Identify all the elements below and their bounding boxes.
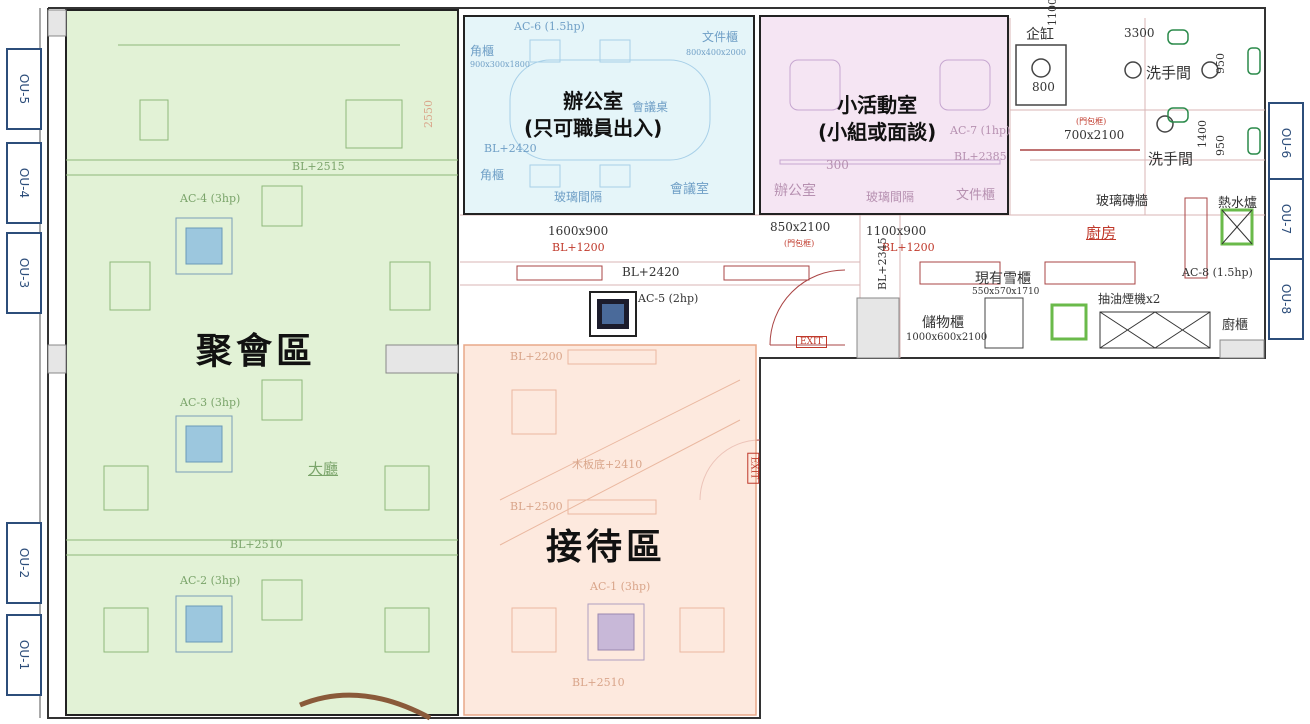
level-bl2510-b: BL+2510	[572, 676, 625, 689]
reception-zone-label: 接待區	[546, 527, 667, 568]
office-zone	[463, 15, 755, 215]
dim-700x2100: 700x2100	[1064, 128, 1125, 142]
dim-1100-vertical: 1100	[1046, 0, 1059, 26]
level-bl2345: BL+2345	[876, 237, 889, 290]
activity-subtitle: (小組或面談)	[818, 120, 937, 144]
meeting-table-label: 會議桌	[632, 100, 669, 114]
ou3-label: OU-3	[17, 257, 31, 289]
corner-cabinet-label: 角櫃	[470, 44, 495, 58]
columns	[47, 9, 1265, 374]
level-bl2385: BL+2385	[954, 150, 1007, 163]
kitchen-label: 廚房	[1086, 224, 1117, 242]
ac7-label: AC-7 (1hp)	[950, 124, 1011, 137]
dim-850x2100-note: (門包框)	[784, 239, 815, 248]
file-cabinet-size: 800x400x2000	[686, 48, 746, 57]
activity-zone-label: 小活動室 (小組或面談)	[818, 92, 936, 146]
store-cabinet-size: 1000x600x2100	[906, 332, 988, 343]
activity-zone	[759, 15, 1009, 215]
gathering-zone-label: 聚會區	[196, 331, 317, 372]
outdoor-unit-ou8: OU-8	[1268, 258, 1304, 340]
dim-850x2100: 850x2100	[770, 220, 831, 234]
corner-cabinet-size: 900x300x1800	[470, 60, 530, 69]
ac1-label: AC-1 (3hp)	[590, 580, 651, 593]
dim-950-a: 950	[1214, 53, 1227, 74]
water-heater-label: 熱水爐	[1218, 196, 1258, 211]
dim-300: 300	[826, 158, 849, 172]
ac6-label: AC-6 (1.5hp)	[514, 20, 585, 33]
bottom-curve	[299, 692, 432, 721]
outdoor-unit-ou4: OU-4	[6, 142, 42, 224]
glass-block-label: 玻璃磚牆	[1096, 194, 1149, 209]
dim-1100x900: 1100x900	[866, 224, 927, 238]
outdoor-unit-ou6: OU-6	[1268, 102, 1304, 184]
outdoor-unit-ou3: OU-3	[6, 232, 42, 314]
outdoor-unit-ou7: OU-7	[1268, 178, 1304, 260]
zone-furniture	[66, 39, 1001, 653]
hall-label: 大廳	[308, 460, 339, 478]
washroom-2-label: 洗手間	[1148, 150, 1194, 168]
file-cabinet-2-label: 文件櫃	[702, 30, 739, 44]
ac4-label: AC-4 (3hp)	[180, 192, 241, 205]
level-bl2515: BL+2515	[292, 160, 345, 173]
dim-1400: 1400	[1196, 120, 1209, 148]
level-bl1200-a: BL+1200	[552, 241, 605, 254]
ou6-label: OU-6	[1279, 127, 1293, 159]
office-subtitle: (只可職員出入)	[524, 116, 663, 140]
level-bl2200: BL+2200	[510, 350, 563, 363]
urinal-label: 企缸	[1026, 27, 1054, 43]
dim-2550: 2550	[422, 100, 435, 128]
office-title: 辦公室	[563, 89, 624, 113]
glass-partition-1-label: 玻璃間隔	[554, 190, 603, 204]
ou4-label: OU-4	[17, 167, 31, 199]
outdoor-unit-ou2: OU-2	[6, 522, 42, 604]
level-bl2420-office: BL+2420	[484, 142, 537, 155]
ac8-label: AC-8 (1.5hp)	[1182, 266, 1253, 279]
ac-cassettes	[175, 217, 645, 661]
ac2-label: AC-2 (3hp)	[180, 574, 241, 587]
dim-3300: 3300	[1124, 26, 1155, 40]
dim-1600x900: 1600x900	[548, 224, 609, 238]
ceiling-wood-label: 木板底+2410	[572, 458, 643, 471]
exit-sign-2: EXIT	[747, 452, 760, 484]
store-cabinet-label: 儲物櫃	[922, 315, 964, 331]
level-bl1200-b: BL+1200	[882, 241, 935, 254]
ac3-label: AC-3 (3hp)	[180, 396, 241, 409]
ac5-label: AC-5 (2hp)	[638, 292, 699, 305]
glass-partition-2-label: 玻璃間隔	[866, 190, 915, 204]
level-bl2510-a: BL+2510	[230, 538, 283, 551]
existing-cabinet-label: 現有雪櫃	[975, 271, 1031, 287]
dim-800: 800	[1032, 80, 1055, 94]
office-zone-label: 辦公室 (只可職員出入)	[524, 88, 662, 142]
outdoor-unit-ou1: OU-1	[6, 614, 42, 696]
office-small-label: 辦公室	[774, 183, 816, 199]
hood-label: 抽油煙機x2	[1098, 292, 1161, 306]
ou7-label: OU-7	[1279, 203, 1293, 235]
corner-cabinet-2-label: 角櫃	[480, 168, 505, 182]
level-bl2500: BL+2500	[510, 500, 563, 513]
ou8-label: OU-8	[1279, 283, 1293, 315]
ou2-label: OU-2	[17, 547, 31, 579]
washroom-fittings	[1015, 29, 1261, 155]
pantry-cabinet-label: 廚櫃	[1222, 318, 1249, 333]
dim-950-b: 950	[1214, 135, 1227, 156]
washroom-1-label: 洗手間	[1146, 64, 1192, 82]
activity-title: 小活動室	[837, 93, 918, 117]
exit-sign-1: EXIT	[796, 336, 827, 348]
ou5-label: OU-5	[17, 73, 31, 105]
ou1-label: OU-1	[17, 639, 31, 671]
meeting-room-label: 會議室	[670, 182, 710, 197]
existing-cabinet-size: 550x570x1710	[972, 287, 1040, 297]
level-bl2420-corridor: BL+2420	[622, 265, 680, 279]
file-cabinet-label: 文件櫃	[956, 188, 996, 203]
outdoor-unit-ou5: OU-5	[6, 48, 42, 130]
kitchen-fittings	[919, 197, 1254, 349]
reception-zone	[463, 344, 757, 716]
dim-700x2100-note: (門包框)	[1076, 117, 1107, 126]
